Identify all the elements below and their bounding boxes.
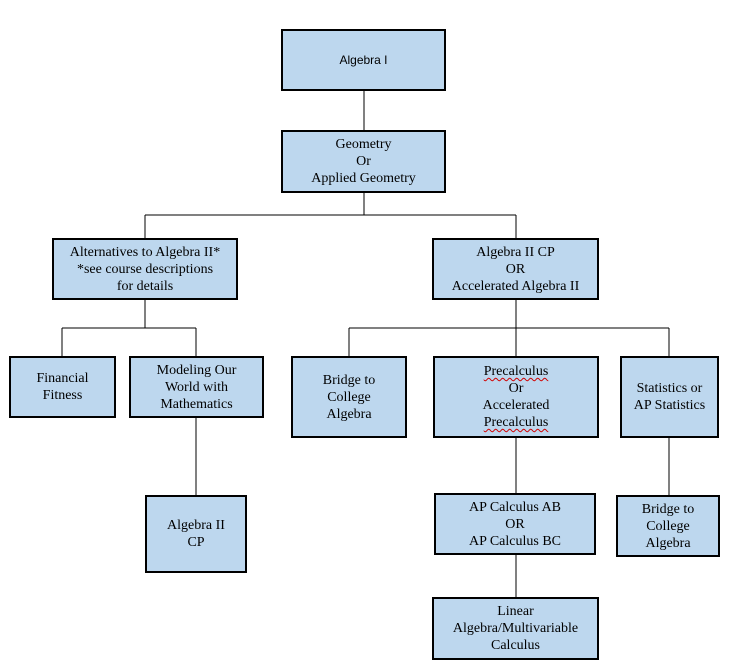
node-label-line: Fitness: [42, 388, 83, 403]
node-label-line: Or: [356, 154, 371, 169]
node-label-line: OR: [505, 516, 525, 532]
node-label-line: Alternatives to Algebra II*: [69, 244, 221, 260]
node-linear-algebra: Linear Algebra/Multivariable Calculus: [432, 597, 599, 660]
node-label-line: for details: [116, 278, 174, 294]
node-label-line: Precalculus: [483, 415, 549, 430]
node-label-line: Applied Geometry: [311, 171, 416, 186]
node-label-line: Bridge to: [322, 372, 376, 388]
node-label-line: Statistics or: [636, 381, 703, 396]
node-label-line: AP Statistics: [633, 398, 706, 413]
node-label-line: Linear: [497, 604, 534, 619]
node-label-line: Algebra: [326, 406, 372, 422]
node-algebra-2-cp: Algebra II CP OR Accelerated Algebra II: [432, 238, 599, 300]
node-bridge-to-college-algebra-2: Bridge to College Algebra: [616, 495, 720, 557]
node-label-line: Mathematics: [160, 396, 233, 412]
node-label-line: College: [327, 389, 371, 405]
node-label-line: Or: [508, 381, 524, 396]
node-label-line: Geometry: [335, 137, 392, 152]
node-alternatives-to-algebra-2: Alternatives to Algebra II* *see course …: [52, 238, 238, 300]
node-label-line: Accelerated Algebra II: [451, 278, 580, 294]
node-statistics: Statistics or AP Statistics: [620, 356, 719, 438]
node-label-line: Bridge to: [641, 501, 695, 517]
node-algebra-2-cp-alt: Algebra II CP: [145, 495, 247, 573]
node-label-line: College: [646, 518, 690, 534]
node-modeling-our-world: Modeling Our World with Mathematics: [129, 356, 264, 418]
node-label-line: Precalculus: [483, 364, 549, 379]
node-label-line: CP: [187, 535, 205, 550]
node-label-line: Financial: [36, 371, 89, 386]
node-algebra-1: Algebra I: [281, 29, 446, 91]
node-label-line: Algebra II: [167, 518, 225, 533]
node-ap-calculus: AP Calculus AB OR AP Calculus BC: [434, 493, 596, 555]
node-label-line: Algebra: [645, 535, 691, 551]
node-bridge-to-college-algebra: Bridge to College Algebra: [291, 356, 407, 438]
node-label-line: Algebra I: [339, 52, 388, 67]
node-label-line: Calculus: [491, 638, 540, 653]
node-precalculus: Precalculus Or Accelerated Precalculus: [433, 356, 599, 438]
node-label-line: AP Calculus BC: [468, 533, 562, 549]
node-label-line: OR: [505, 261, 526, 277]
node-label-line: Algebra/Multivariable: [452, 621, 579, 636]
node-label-line: World with: [164, 379, 229, 395]
node-label-line: AP Calculus AB: [468, 499, 562, 515]
node-label-line: Modeling Our: [156, 362, 237, 378]
node-financial-fitness: Financial Fitness: [9, 356, 116, 418]
node-label-line: *see course descriptions: [76, 261, 214, 277]
node-geometry: Geometry Or Applied Geometry: [281, 130, 446, 193]
node-label-line: Accelerated: [482, 398, 550, 413]
node-label-line: Algebra II CP: [476, 244, 555, 260]
